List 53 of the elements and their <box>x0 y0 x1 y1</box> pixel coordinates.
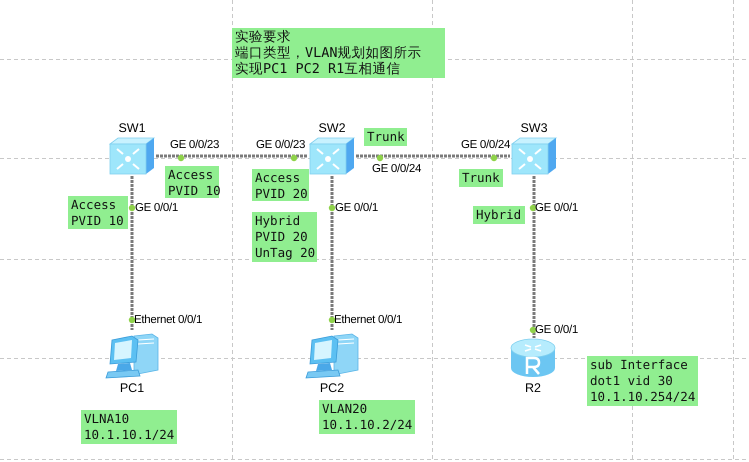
note-text: Trunk <box>462 170 500 186</box>
note-text: Access <box>71 197 118 213</box>
note-box <box>165 166 219 198</box>
device-label: SW2 <box>317 120 347 136</box>
note-text: UnTag 20 <box>255 245 314 261</box>
note-box <box>252 169 309 201</box>
note-text: PVID 20 <box>255 229 309 245</box>
note-text: 实验要求 <box>235 29 292 45</box>
note-text: dot1 vid 30 <box>590 373 674 389</box>
note-text: 10.1.10.2/24 <box>322 417 412 433</box>
note-text: 10.1.10.1/24 <box>84 427 174 443</box>
note-box <box>68 196 128 229</box>
port-label: GE 0/0/1 <box>535 324 578 337</box>
note-text: VLAN20 <box>322 401 368 417</box>
note-text: PVID 20 <box>255 186 306 202</box>
network-link <box>130 176 134 330</box>
note-text: sub Interface <box>590 357 689 373</box>
port-label: GE 0/0/1 <box>335 202 378 215</box>
device-label: SW3 <box>519 120 549 136</box>
note-text: PVID 10 <box>71 213 125 229</box>
note-text: Trunk <box>367 129 404 145</box>
note-box <box>459 169 503 187</box>
note-text: 端口类型，VLAN规划如图所示 <box>235 45 423 61</box>
port-label: GE 0/0/1 <box>535 202 578 215</box>
device-label: SW1 <box>117 120 147 136</box>
note-box <box>232 28 445 78</box>
device-label: PC1 <box>118 380 146 396</box>
note-text: Access <box>168 167 214 183</box>
device-label: PC2 <box>318 380 346 396</box>
port-label: Ethernet 0/0/1 <box>134 314 202 327</box>
network-link <box>532 176 536 338</box>
port-label: GE 0/0/24 <box>461 139 510 152</box>
network-link <box>330 176 334 330</box>
network-link <box>356 154 510 158</box>
port-label: Ethernet 0/0/1 <box>334 314 402 327</box>
port-label: GE 0/0/23 <box>170 139 220 152</box>
note-text: VLNA10 <box>84 411 130 427</box>
note-box <box>364 128 407 146</box>
port-label: GE 0/0/1 <box>135 202 178 215</box>
network-link <box>156 154 308 158</box>
note-text: Hybrid <box>476 207 522 223</box>
port-label: GE 0/0/23 <box>256 139 306 152</box>
port-label: GE 0/0/24 <box>372 163 422 176</box>
note-box <box>587 356 698 406</box>
note-box <box>473 206 525 224</box>
note-box <box>252 212 317 262</box>
device-label: R2 <box>524 380 542 396</box>
note-text: 实现PC1 PC2 R1互相通信 <box>235 61 402 77</box>
note-box <box>319 400 415 434</box>
note-box <box>81 410 177 444</box>
note-text: Hybrid <box>255 213 302 229</box>
note-text: 10.1.10.254/24 <box>590 389 695 405</box>
note-text: Access <box>255 170 302 186</box>
